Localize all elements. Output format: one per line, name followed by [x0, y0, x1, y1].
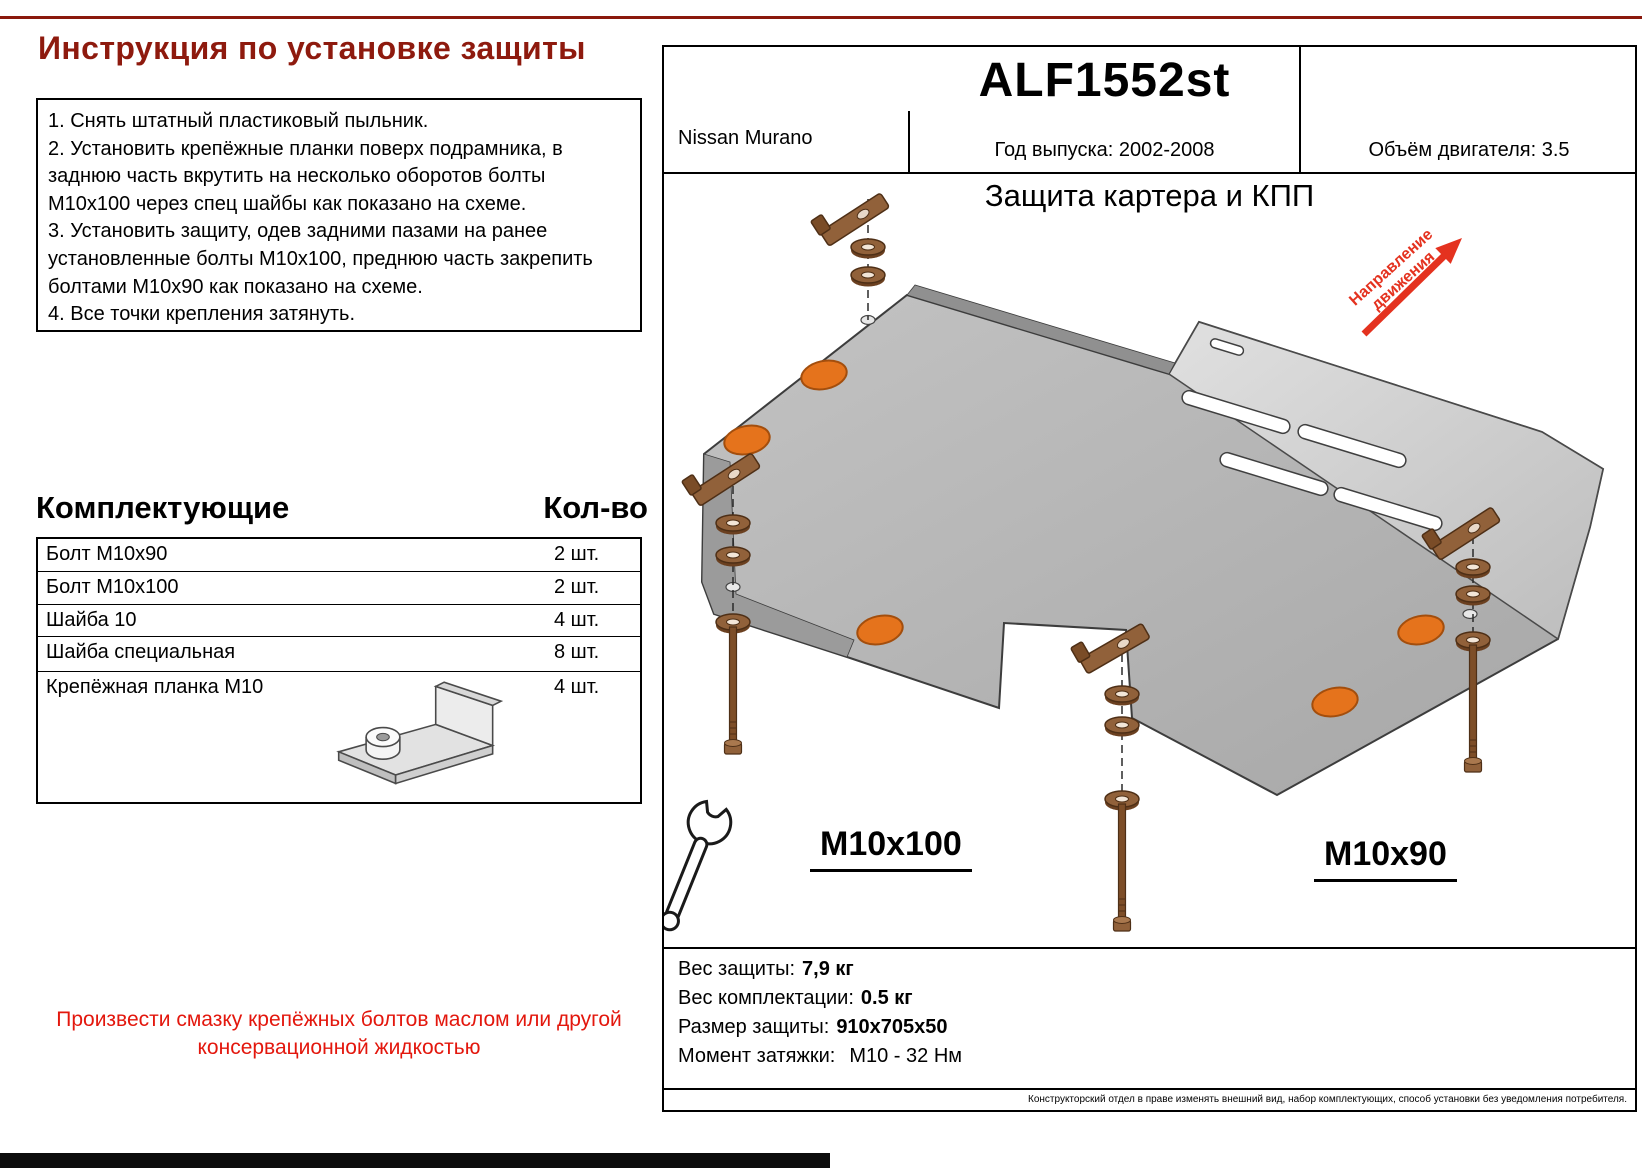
components-table: Болт М10х90 2 шт. Болт М10х100 2 шт. Шай…	[36, 537, 642, 804]
engine-volume: Объём двигателя: 3.5	[1368, 139, 1570, 161]
vent-slot	[1209, 338, 1245, 356]
component-qty: 2 шт.	[554, 543, 600, 565]
spec-size: Размер защиты: 910х705х50	[678, 1013, 962, 1042]
header-divider	[1299, 47, 1301, 172]
mounting-bracket-illustration	[336, 681, 504, 785]
step-4: 4. Все точки крепления затянуть.	[48, 303, 356, 326]
bolt-rear-label: М10х90	[1314, 835, 1457, 882]
bolt-front-label: М10х100	[810, 825, 972, 872]
component-name: Крепёжная планка М10	[46, 676, 264, 698]
special-washer	[1104, 685, 1140, 707]
component-qty: 2 шт.	[554, 576, 600, 598]
lubrication-warning: Произвести смазку крепёжных болтов масло…	[56, 1008, 622, 1060]
components-title: Комплектующие	[36, 490, 290, 525]
spec-value: 910х705х50	[836, 1016, 948, 1038]
special-washer	[1455, 585, 1491, 607]
top-rule	[0, 16, 1642, 19]
component-name: Шайба 10	[46, 609, 137, 631]
spec-label: Вес защиты:	[678, 958, 796, 980]
direction-arrow: Направление движения	[1346, 226, 1462, 337]
table-row: Болт М10х90 2 шт.	[38, 539, 640, 572]
special-washer	[1455, 558, 1491, 580]
bottom-watermark-strip	[0, 1153, 830, 1168]
disclaimer-divider	[664, 1088, 1635, 1090]
header-divider	[908, 111, 910, 172]
rubber-plugs	[723, 359, 1445, 718]
bolt-m10x100	[1112, 803, 1132, 932]
spec-value: М10 - 32 Нм	[849, 1045, 963, 1067]
component-name: Болт М10х100	[46, 576, 179, 598]
components-qty-header: Кол-во	[543, 490, 648, 525]
spec-label: Размер защиты:	[678, 1016, 830, 1038]
spec-label: Вес комплектации:	[678, 987, 854, 1009]
specs-block: Вес защиты: 7,9 кг Вес комплектации: 0.5 к…	[678, 955, 962, 1071]
table-row: Шайба 10 4 шт.	[38, 605, 640, 637]
vent-slot	[1219, 451, 1329, 497]
rubber-plug	[1311, 686, 1359, 718]
plate-rib-wing	[1168, 321, 1604, 641]
step-1: 1. Снять штатный пластиковый пыльник.	[48, 110, 429, 132]
spec-value: 7,9 кг	[802, 958, 854, 980]
protection-plate-drawing: Направление движения	[664, 180, 1605, 932]
component-qty: 4 шт.	[554, 609, 600, 631]
disclaimer-text: Конструкторский отдел в праве изменять в…	[1028, 1094, 1627, 1105]
component-qty: 8 шт.	[554, 641, 600, 663]
spec-torque: Момент затяжки: М10 - 32 Нм	[678, 1042, 962, 1071]
step-2: 2. Установить крепёжные планки поверх по…	[48, 137, 563, 215]
component-name: Шайба специальная	[46, 641, 236, 663]
vent-slot	[1333, 486, 1443, 532]
spec-label: Момент затяжки:	[678, 1045, 836, 1067]
table-row: Болт М10х100 2 шт.	[38, 572, 640, 605]
step-3: 3. Установить защиту, одев задними пазам…	[48, 220, 593, 298]
special-washer	[850, 266, 886, 288]
vent-slot	[1181, 389, 1291, 435]
header-bottom-rule	[664, 172, 1635, 174]
drawing-title: Защита картера и КПП	[984, 178, 1315, 213]
spec-kit-weight: Вес комплектации: 0.5 кг	[678, 984, 962, 1013]
vent-slot	[1297, 423, 1407, 469]
rubber-plug	[856, 614, 904, 646]
product-code: ALF1552st	[978, 54, 1231, 107]
rubber-plug	[800, 359, 848, 391]
special-washer	[715, 514, 751, 536]
specs-divider	[664, 947, 1635, 949]
table-row: Шайба специальная 8 шт.	[38, 637, 640, 672]
rubber-plug	[1397, 614, 1445, 646]
year-range: Год выпуска: 2002-2008	[994, 139, 1215, 161]
special-washer	[1104, 716, 1140, 738]
components-header: Комплектующие Кол-во	[36, 490, 648, 526]
spec-value: 0.5 кг	[860, 987, 913, 1009]
special-washer	[715, 546, 751, 568]
plate-hole	[1462, 608, 1478, 620]
wrench-icon	[664, 799, 733, 932]
component-name: Болт М10х90	[46, 543, 168, 565]
vent-slots	[1181, 338, 1443, 532]
plate-body	[700, 284, 1605, 797]
bolt-m10x100	[723, 626, 743, 755]
special-washer	[850, 238, 886, 260]
installation-steps-box: 1. Снять штатный пластиковый пыльник. 2.…	[36, 98, 642, 332]
spec-weight: Вес защиты: 7,9 кг	[678, 955, 962, 984]
table-row: Крепёжная планка М10 4 шт.	[38, 672, 640, 802]
vehicle-name: Nissan Murano	[678, 127, 813, 149]
document-title: Инструкция по установке защиты	[38, 30, 586, 66]
product-panel: Nissan Murano ALF1552st Год выпуска: 200…	[662, 45, 1637, 1112]
component-qty: 4 шт.	[554, 676, 600, 698]
